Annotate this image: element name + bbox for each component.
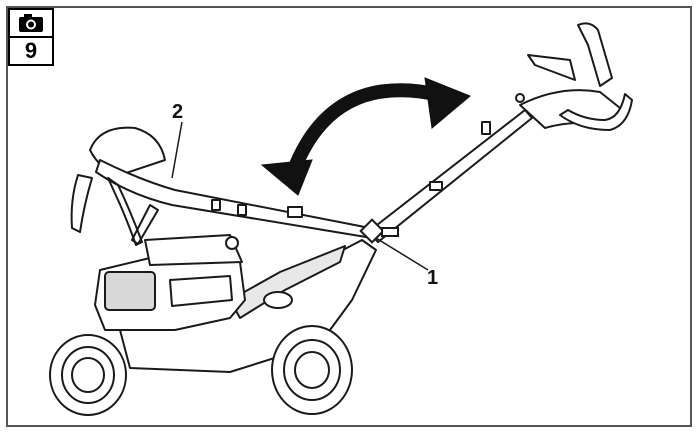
figure-frame — [6, 6, 692, 427]
camera-icon-box — [10, 10, 52, 38]
pivot-knob — [359, 218, 399, 244]
camera-icon — [19, 14, 43, 32]
callout-label-1: 1 — [427, 267, 439, 289]
figure-number: 9 — [24, 38, 38, 63]
leader-line-1 — [375, 237, 429, 271]
figure-badge: 9 — [8, 8, 54, 66]
callout-label-2: 2 — [172, 101, 184, 123]
handle-folded — [70, 126, 373, 246]
rotation-arrow — [260, 77, 471, 196]
handle-upright — [367, 22, 633, 243]
leader-line-2 — [171, 121, 183, 179]
front-wheel — [49, 334, 127, 416]
rear-wheel — [271, 325, 353, 415]
